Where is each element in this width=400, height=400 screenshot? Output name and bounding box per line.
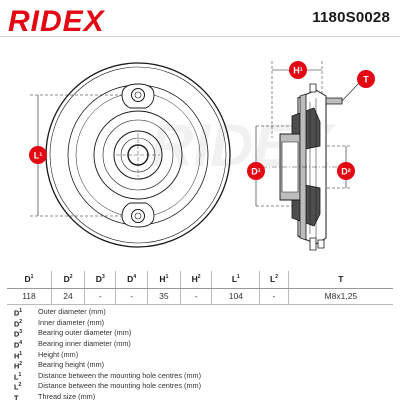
value-d3: - — [84, 288, 117, 305]
header-t: T — [288, 271, 393, 289]
legend-description: Bearing outer diameter (mm) — [38, 328, 132, 338]
legend-symbol: L2 — [14, 382, 22, 392]
legend-symbol: D1 — [14, 308, 23, 318]
side-view — [255, 61, 352, 251]
value-l1: 104 — [211, 288, 261, 305]
technical-drawing: RIDEX L¹ — [29, 61, 375, 251]
header-d1: D1 — [7, 271, 52, 289]
legend-symbol: D3 — [14, 329, 23, 339]
header-d2: D2 — [51, 271, 86, 289]
dimensions-table: D1 D2 D3 D4 H1 H2 L1 L2 T 118 24 - - 35 … — [7, 271, 393, 305]
svg-text:D²: D² — [341, 167, 351, 177]
legend-item: D3 Bearing outer diameter (mm) — [14, 328, 201, 339]
svg-text:H¹: H¹ — [293, 66, 303, 76]
h1-dimension-badge: H¹ — [289, 61, 307, 79]
value-l2: - — [259, 288, 289, 305]
legend-item: D2 Inner diameter (mm) — [14, 318, 201, 329]
svg-text:D¹: D¹ — [251, 167, 261, 177]
legend-symbol: D2 — [14, 318, 23, 329]
legend-item: L1 Distance between the mounting hole ce… — [14, 371, 201, 382]
legend-item: D4 Bearing inner diameter (mm) — [14, 339, 201, 350]
legend-item: T Thread size (mm) — [14, 392, 201, 400]
header-h1: H1 — [147, 271, 181, 289]
legend-symbol: H2 — [14, 361, 23, 371]
header-divider — [0, 36, 400, 37]
legend-item: L2 Distance between the mounting hole ce… — [14, 381, 201, 392]
legend-symbol: D4 — [14, 339, 23, 350]
legend-description: Height (mm) — [38, 349, 79, 359]
legend-description: Outer diameter (mm) — [38, 307, 106, 316]
legend-item: D1 Outer diameter (mm) — [14, 307, 201, 318]
legend-description: Distance between the mounting hole centr… — [38, 370, 202, 380]
d2-dimension-badge: D² — [337, 162, 355, 180]
legend-description: Bearing height (mm) — [38, 360, 105, 370]
front-view — [30, 62, 231, 248]
value-d1: 118 — [7, 288, 52, 305]
value-h1: 35 — [147, 288, 181, 305]
l1-dimension-badge: L¹ — [29, 146, 47, 164]
header-l1: L1 — [211, 271, 261, 289]
legend-description: Thread size (mm) — [38, 392, 96, 400]
legend-symbol: L1 — [14, 371, 22, 382]
dimensions-value-row: 118 24 - - 35 - 104 - M8x1,25 — [7, 288, 393, 305]
legend-description: Bearing inner diameter (mm) — [38, 338, 131, 348]
header-d3: D3 — [84, 271, 117, 289]
t-dimension-badge: T — [341, 70, 375, 102]
svg-text:T: T — [363, 75, 369, 85]
dimensions-header-row: D1 D2 D3 D4 H1 H2 L1 L2 T — [7, 271, 393, 289]
legend-item: H1 Height (mm) — [14, 350, 201, 361]
value-d2: 24 — [51, 288, 86, 305]
header-h2: H2 — [180, 271, 213, 289]
legend-symbol: T — [14, 393, 19, 400]
legend-description: Inner diameter (mm) — [38, 317, 105, 327]
value-t: M8x1,25 — [288, 288, 393, 305]
value-d4: - — [115, 288, 148, 305]
legend-item: H2 Bearing height (mm) — [14, 360, 201, 371]
d1-dimension-badge: D¹ — [247, 162, 265, 180]
header-d4: D4 — [115, 271, 148, 289]
ridex-logo: RIDEX — [8, 5, 106, 36]
value-h2: - — [180, 288, 213, 305]
part-number: 1180S0028 — [312, 9, 390, 26]
svg-text:L¹: L¹ — [34, 151, 43, 161]
dimension-legend: D1 Outer diameter (mm) D2 Inner diameter… — [14, 307, 201, 400]
ridex-logo-text: RIDEX — [8, 5, 106, 36]
legend-description: Distance between the mounting hole centr… — [38, 381, 202, 391]
legend-symbol: H1 — [14, 350, 23, 360]
header-l2: L2 — [259, 271, 289, 289]
